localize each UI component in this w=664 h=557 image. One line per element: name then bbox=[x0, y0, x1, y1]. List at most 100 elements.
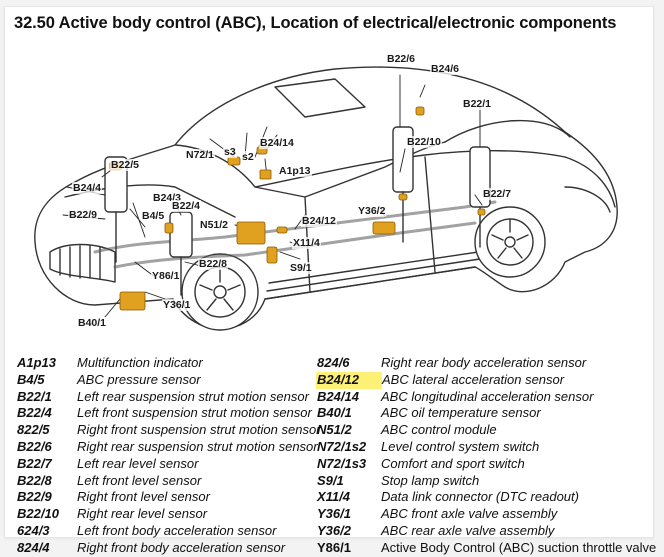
callout-b22-8: B22/8 bbox=[198, 258, 229, 270]
legend-code: B22/9 bbox=[17, 489, 52, 505]
legend-code: 624/3 bbox=[17, 522, 50, 538]
side-window-line bbox=[254, 150, 566, 188]
callout-b40-1: B40/1 bbox=[77, 317, 108, 329]
legend-code: Y86/1 bbox=[317, 539, 351, 555]
legend-desc: Right front suspension strut motion sens… bbox=[77, 422, 321, 438]
legend-desc: Active Body Control (ABC) suction thrott… bbox=[381, 539, 657, 555]
legend-row: B4/5 ABC pressure sensor bbox=[17, 372, 321, 389]
component-n51-2 bbox=[236, 221, 266, 245]
grille bbox=[49, 243, 116, 283]
legend-desc: Left front body acceleration sensor bbox=[77, 522, 277, 538]
component-y36-2 bbox=[372, 221, 396, 235]
legend-code: Y36/1 bbox=[317, 506, 351, 522]
legend-row: B22/9 Right front level sensor bbox=[17, 489, 321, 506]
legend-desc: ABC lateral acceleration sensor bbox=[382, 371, 565, 387]
legend-code: B22/6 bbox=[17, 438, 52, 454]
callout-n72-1: N72/1 bbox=[185, 149, 216, 161]
component-s9-1 bbox=[266, 246, 278, 264]
callout-b24-4: B24/4 bbox=[72, 182, 103, 194]
legend-row: A1p13 Multifunction indicator bbox=[17, 355, 321, 372]
page-title: 32.50 Active body control (ABC), Locatio… bbox=[14, 14, 617, 32]
legend-desc: ABC pressure sensor bbox=[77, 371, 201, 387]
legend-desc: Multifunction indicator bbox=[77, 355, 203, 370]
callout-y86-1: Y86/1 bbox=[151, 270, 181, 282]
car-body-outline bbox=[34, 66, 618, 330]
legend-code: A1p13 bbox=[17, 355, 57, 370]
legend-row: Y36/2 ABC rear axle valve assembly bbox=[317, 523, 656, 540]
callout-a1p13: A1p13 bbox=[278, 165, 312, 177]
component-b22-10 bbox=[398, 193, 408, 201]
legend-row: S9/1 Stop lamp switch bbox=[317, 473, 656, 490]
callout-s9-1: S9/1 bbox=[289, 262, 313, 274]
car-diagram: B22/5 B24/4 B22/9 B4/5 B24/3 B22/4 N72/1… bbox=[5, 37, 653, 355]
legend-row: B22/6 Right rear suspension strut motion … bbox=[17, 439, 321, 456]
component-a1p13 bbox=[259, 169, 272, 180]
legend-row: N72/1s3 Comfort and sport switch bbox=[317, 456, 656, 473]
legend-row: Y36/1 ABC front axle valve assembly bbox=[317, 506, 656, 523]
legend-row: 624/3 Left front body acceleration sensor bbox=[17, 523, 321, 540]
legend-code: 824/4 bbox=[17, 539, 50, 555]
legend-desc: ABC control module bbox=[381, 422, 497, 438]
callout-s3: s3 bbox=[223, 146, 237, 158]
legend-row: B40/1 ABC oil temperature sensor bbox=[317, 405, 656, 422]
callout-x11-4: X11/4 bbox=[292, 237, 321, 249]
legend-desc: Right rear level sensor bbox=[77, 506, 208, 522]
legend-row: B22/1 Left rear suspension strut motion s… bbox=[17, 389, 321, 406]
legend-code: 822/5 bbox=[17, 422, 50, 438]
rear-wheel bbox=[474, 206, 546, 278]
legend-row: B22/10 Right rear level sensor bbox=[17, 506, 321, 523]
legend-code: N72/1s2 bbox=[317, 438, 367, 454]
diagram-card: 32.50 Active body control (ABC), Locatio… bbox=[4, 6, 656, 555]
legend-code: X11/4 bbox=[317, 489, 351, 505]
legend-desc: Left front level sensor bbox=[77, 472, 202, 488]
legend-desc: ABC rear axle valve assembly bbox=[381, 522, 555, 538]
callout-s2: s2 bbox=[241, 151, 255, 163]
sunroof bbox=[274, 78, 366, 118]
legend-desc: ABC longitudinal acceleration sensor bbox=[381, 388, 594, 404]
callout-y36-1: Y36/1 bbox=[162, 299, 192, 311]
legend-row: X11/4 Data link connector (DTC readout) bbox=[317, 489, 656, 506]
callout-n51-2: N51/2 bbox=[199, 219, 230, 231]
legend-code: N72/1s3 bbox=[317, 455, 367, 471]
side-sill bbox=[264, 250, 486, 300]
front-left-strut bbox=[169, 211, 193, 258]
legend-row: 822/5 Right front suspension strut motion… bbox=[17, 422, 321, 439]
component-b22-7 bbox=[477, 208, 486, 216]
legend-row: 824/6 Right rear body acceleration sensor bbox=[317, 355, 656, 372]
legend-desc: Left rear suspension strut motion sensor bbox=[77, 388, 309, 404]
legend-desc: Data link connector (DTC readout) bbox=[381, 489, 579, 505]
callout-b22-1: B22/1 bbox=[462, 98, 493, 110]
car-illustration bbox=[34, 66, 618, 331]
callout-b22-9: B22/9 bbox=[68, 209, 99, 221]
component-b24-6 bbox=[415, 106, 425, 116]
component-y36-1 bbox=[119, 291, 146, 311]
legend-desc: Right rear body acceleration sensor bbox=[381, 355, 587, 370]
legend-desc: Comfort and sport switch bbox=[381, 455, 525, 471]
legend-desc: Stop lamp switch bbox=[381, 472, 480, 488]
legend-code: B40/1 bbox=[317, 405, 352, 421]
legend-desc: Level control system switch bbox=[381, 438, 540, 454]
legend-desc: ABC front axle valve assembly bbox=[381, 506, 558, 522]
callout-b22-10: B22/10 bbox=[406, 136, 442, 148]
legend-desc: ABC oil temperature sensor bbox=[381, 405, 541, 421]
legend-code: B4/5 bbox=[17, 371, 45, 387]
legend-code: 824/6 bbox=[317, 355, 350, 370]
legend-code: Y36/2 bbox=[317, 522, 351, 538]
callout-b24-12: B24/12 bbox=[301, 215, 337, 227]
legend-desc: Right front level sensor bbox=[77, 489, 210, 505]
callout-b22-5: B22/5 bbox=[110, 159, 141, 171]
components bbox=[109, 106, 486, 311]
legend-desc: Right rear suspension strut motion senso… bbox=[77, 438, 318, 454]
legend-right-column: 824/6 Right rear body acceleration sensor… bbox=[316, 355, 657, 557]
legend-code: B22/10 bbox=[17, 506, 59, 522]
legend-code: B22/1 bbox=[17, 388, 52, 404]
component-n72-1 bbox=[227, 156, 241, 166]
legend-row: N72/1s2 Level control system switch bbox=[317, 439, 656, 456]
callout-b22-6: B22/6 bbox=[386, 53, 417, 65]
legend-code: S9/1 bbox=[317, 472, 344, 488]
